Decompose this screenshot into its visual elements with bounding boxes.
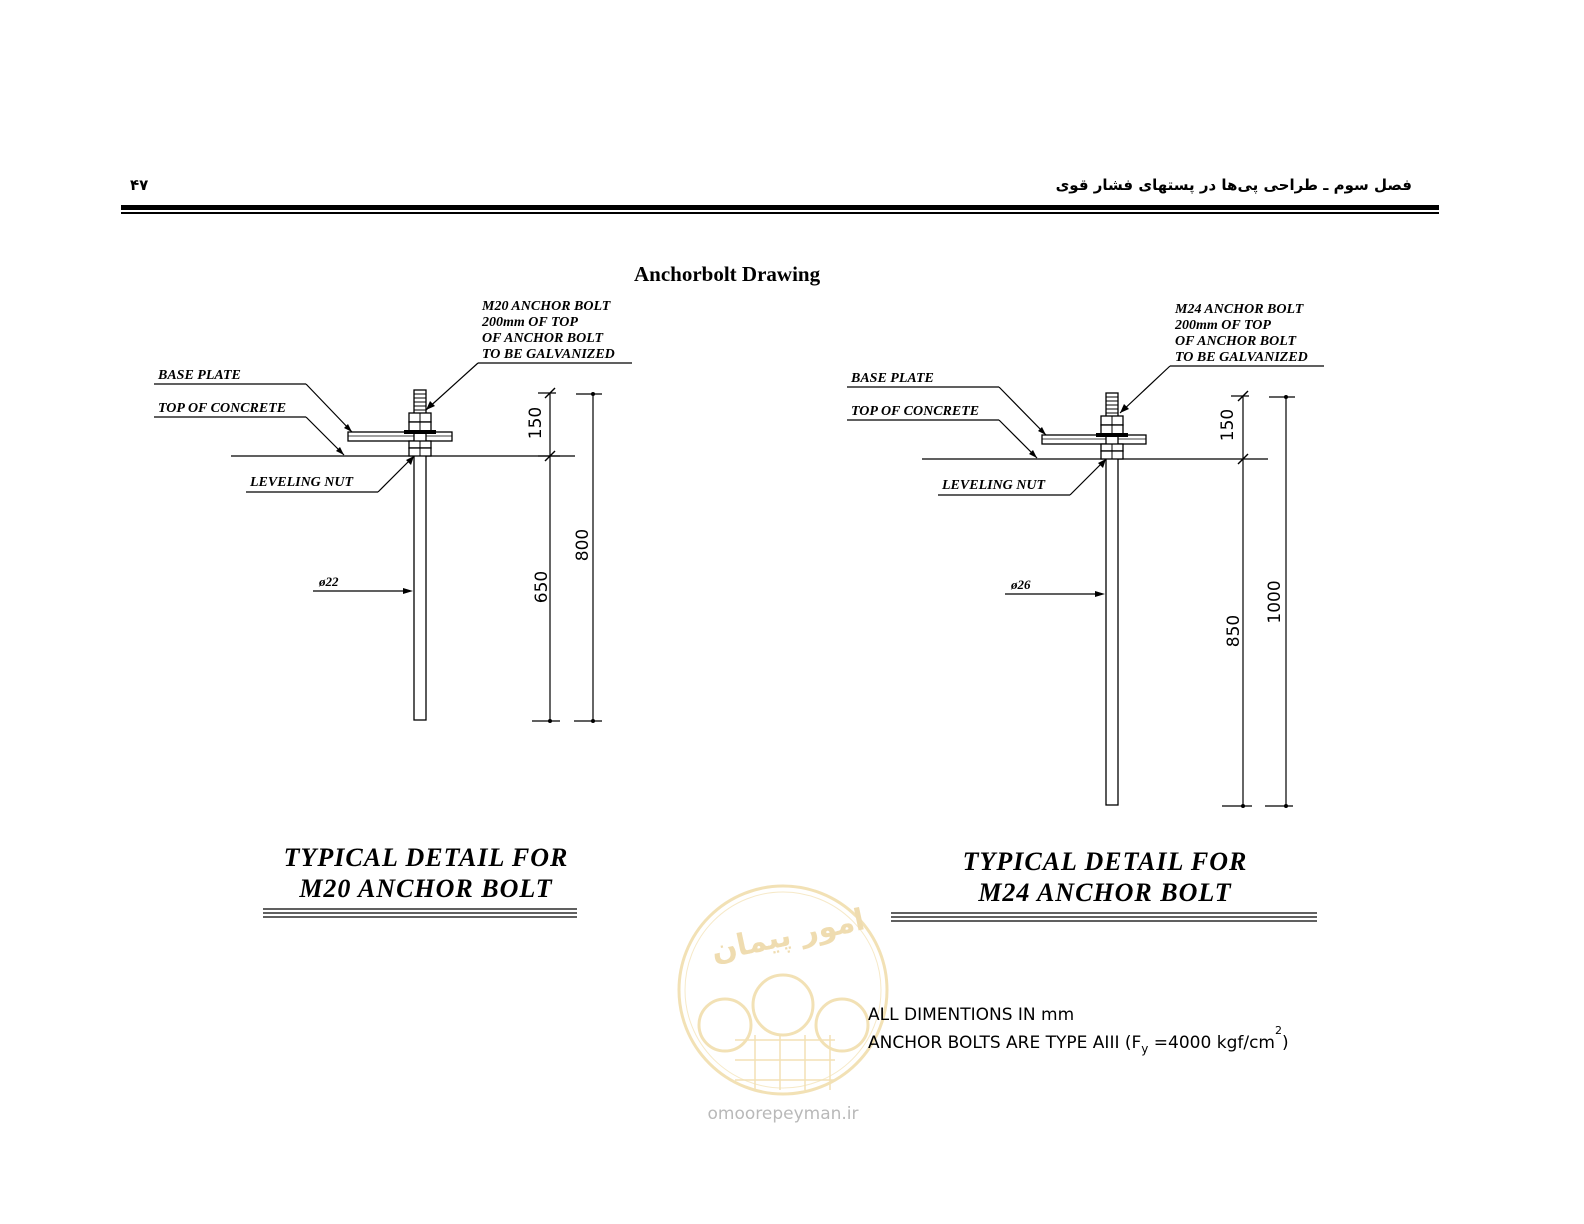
left-caption-1: TYPICAL DETAIL FOR bbox=[284, 843, 569, 872]
right-top-of-concrete-label: TOP OF CONCRETE bbox=[851, 404, 979, 419]
left-dim-total: 800 bbox=[573, 529, 593, 561]
right-bolt-note-3: OF ANCHOR BOLT bbox=[1175, 334, 1298, 349]
right-leveling-nut-label: LEVELING NUT bbox=[941, 478, 1047, 493]
drawing-title: Anchorbolt Drawing bbox=[634, 262, 821, 286]
right-bolt-note-1: M24 ANCHOR BOLT bbox=[1174, 302, 1305, 317]
left-detail: M20 ANCHOR BOLT 200mm OF TOP OF ANCHOR B… bbox=[154, 299, 632, 918]
left-bolt-note-2: 200mm OF TOP bbox=[481, 315, 578, 330]
left-top-of-concrete-label: TOP OF CONCRETE bbox=[158, 401, 286, 416]
note-anchor-type: ANCHOR BOLTS ARE TYPE AIII (Fy =4000 kgf… bbox=[868, 1024, 1289, 1056]
right-bolt-note-4: TO BE GALVANIZED bbox=[1175, 350, 1308, 365]
right-detail: M24 ANCHOR BOLT 200mm OF TOP OF ANCHOR B… bbox=[847, 302, 1324, 922]
right-caption-2: M24 ANCHOR BOLT bbox=[977, 878, 1231, 907]
left-dim-embed: 650 bbox=[532, 571, 552, 603]
left-diameter-label: ø22 bbox=[318, 574, 339, 589]
left-base-plate-label: BASE PLATE bbox=[157, 368, 241, 383]
left-caption-2: M20 ANCHOR BOLT bbox=[298, 874, 552, 903]
chapter-title: فصل سوم ـ طراحی پی‌ها در پستهای فشار قوی bbox=[1055, 176, 1412, 194]
right-diameter-label: ø26 bbox=[1010, 577, 1031, 592]
right-bolt-note-2: 200mm OF TOP bbox=[1174, 318, 1271, 333]
watermark-logo: امور پیمان bbox=[677, 884, 889, 1096]
right-dim-total: 1000 bbox=[1265, 580, 1285, 623]
left-dim-top: 150 bbox=[526, 407, 546, 439]
left-bolt-note-3: OF ANCHOR BOLT bbox=[482, 331, 605, 346]
general-notes: ALL DIMENTIONS IN mm ANCHOR BOLTS ARE TY… bbox=[868, 1005, 1289, 1056]
note-dimensions: ALL DIMENTIONS IN mm bbox=[868, 1005, 1074, 1025]
left-leveling-nut-label: LEVELING NUT bbox=[249, 475, 355, 490]
left-bolt-note-4: TO BE GALVANIZED bbox=[482, 347, 615, 362]
header-rule-thin bbox=[121, 212, 1439, 214]
right-base-plate-label: BASE PLATE bbox=[850, 371, 934, 386]
watermark-site: omoorepeyman.ir bbox=[707, 1104, 858, 1124]
right-dim-embed: 850 bbox=[1224, 615, 1244, 647]
page-number: ۴۷ bbox=[130, 176, 149, 194]
right-caption-1: TYPICAL DETAIL FOR bbox=[963, 847, 1248, 876]
watermark-logo-text: امور پیمان bbox=[708, 902, 868, 969]
header-rule-thick bbox=[121, 205, 1439, 210]
left-bolt-note-1: M20 ANCHOR BOLT bbox=[481, 299, 612, 314]
right-dim-top: 150 bbox=[1218, 409, 1238, 441]
